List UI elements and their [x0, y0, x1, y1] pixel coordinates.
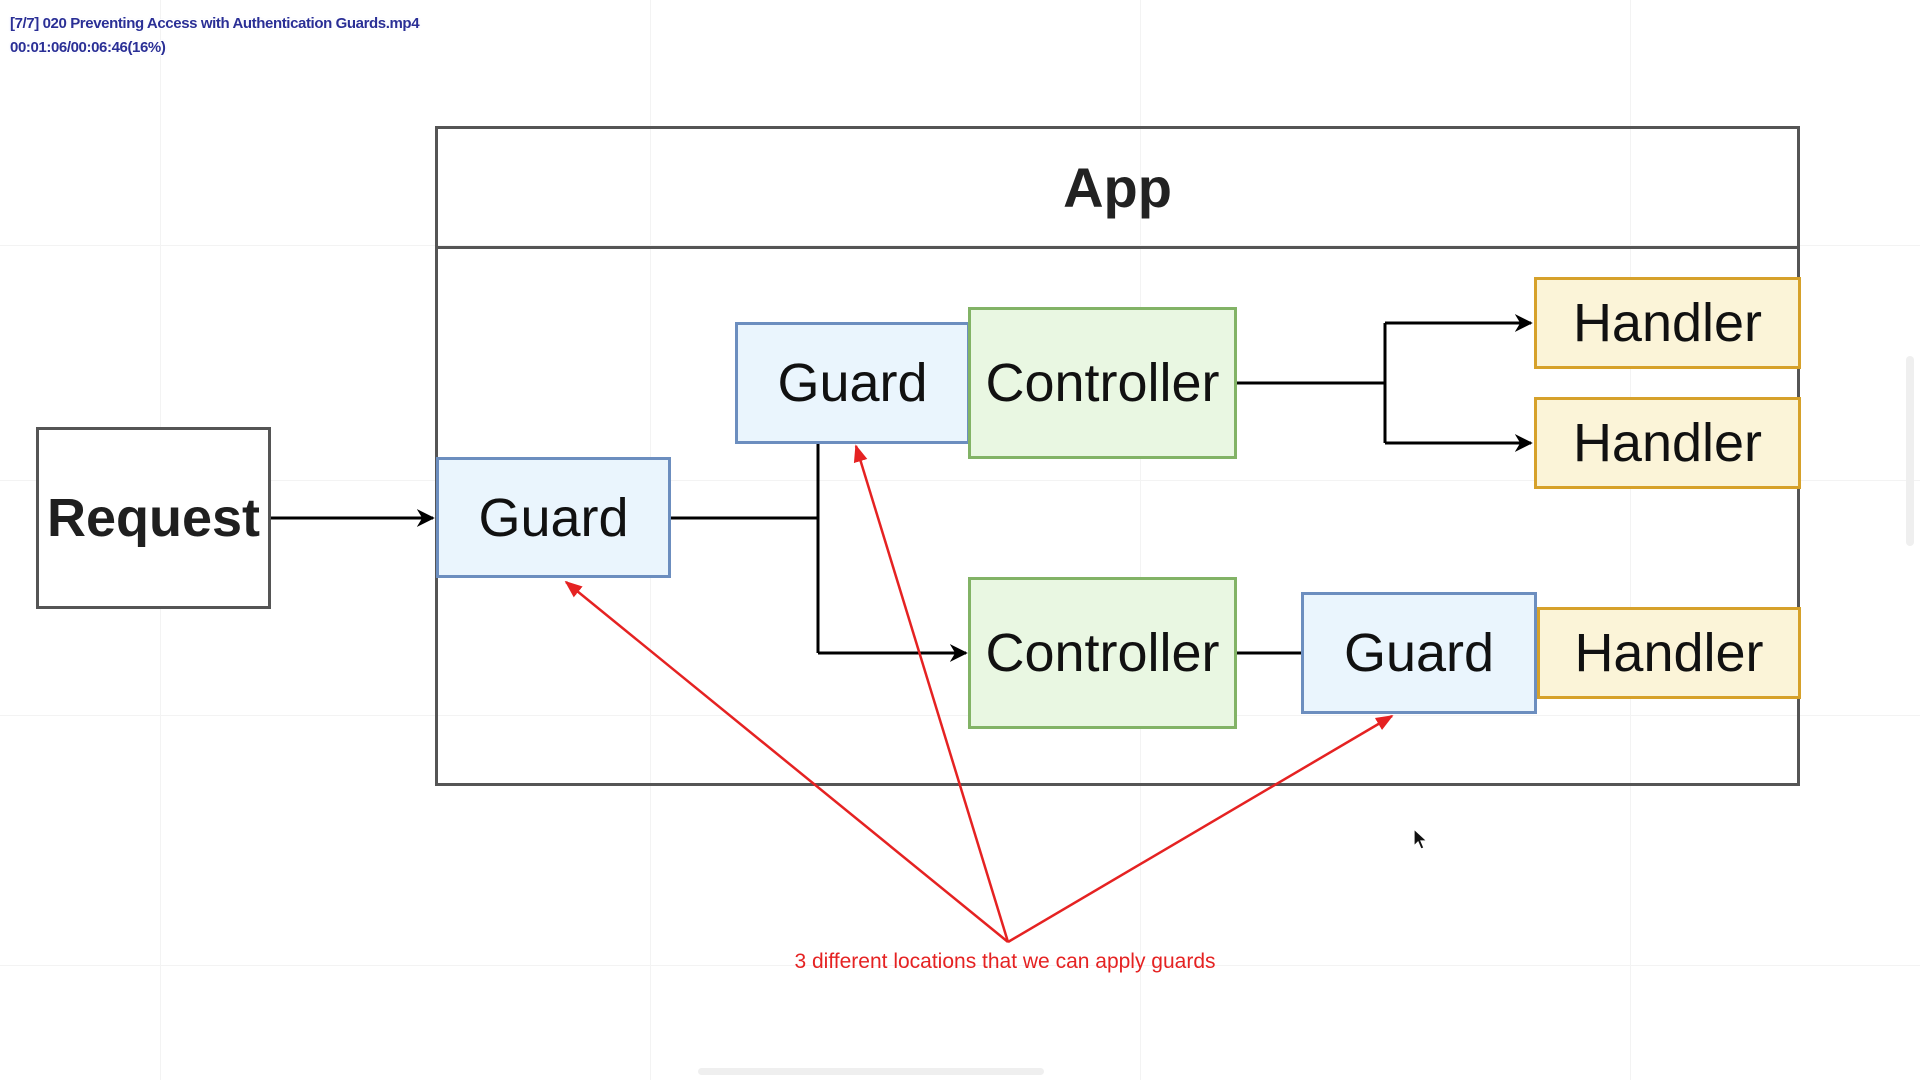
controller-bottom-label: Controller: [985, 623, 1220, 683]
guard-handler-level: Guard: [1301, 592, 1537, 714]
guard-app-entry-label: Guard: [478, 487, 629, 548]
controller-top: Controller: [968, 307, 1237, 459]
handler-top-2-label: Handler: [1572, 413, 1763, 473]
handler-top-1: Handler: [1534, 277, 1801, 369]
guard-controller-level-label: Guard: [777, 353, 928, 413]
app-title: App: [1063, 156, 1172, 219]
guard-controller-level: Guard: [735, 322, 970, 444]
mouse-pointer-icon: [1413, 827, 1429, 850]
controller-top-label: Controller: [985, 353, 1220, 413]
video-title-overlay: [7/7] 020 Preventing Access with Authent…: [10, 15, 420, 32]
handler-bottom-label: Handler: [1574, 623, 1764, 683]
guard-app-entry: Guard: [436, 457, 671, 578]
request-box: Request: [36, 427, 271, 609]
handler-bottom: Handler: [1537, 607, 1801, 699]
request-label: Request: [46, 488, 261, 548]
horizontal-scrollbar[interactable]: [698, 1068, 1044, 1075]
grid-line: [1140, 0, 1141, 1080]
grid-line: [0, 965, 1920, 966]
grid-line: [0, 245, 1920, 246]
handler-top-2: Handler: [1534, 397, 1801, 489]
vertical-scrollbar[interactable]: [1906, 356, 1914, 546]
controller-bottom: Controller: [968, 577, 1237, 729]
guard-handler-level-label: Guard: [1343, 623, 1495, 683]
video-time-overlay: 00:01:06/00:06:46(16%): [10, 39, 166, 56]
app-header: App: [438, 129, 1797, 249]
handler-top-1-label: Handler: [1572, 293, 1763, 353]
annotation-caption: 3 different locations that we can apply …: [794, 950, 1216, 973]
grid-line: [1630, 0, 1631, 1080]
